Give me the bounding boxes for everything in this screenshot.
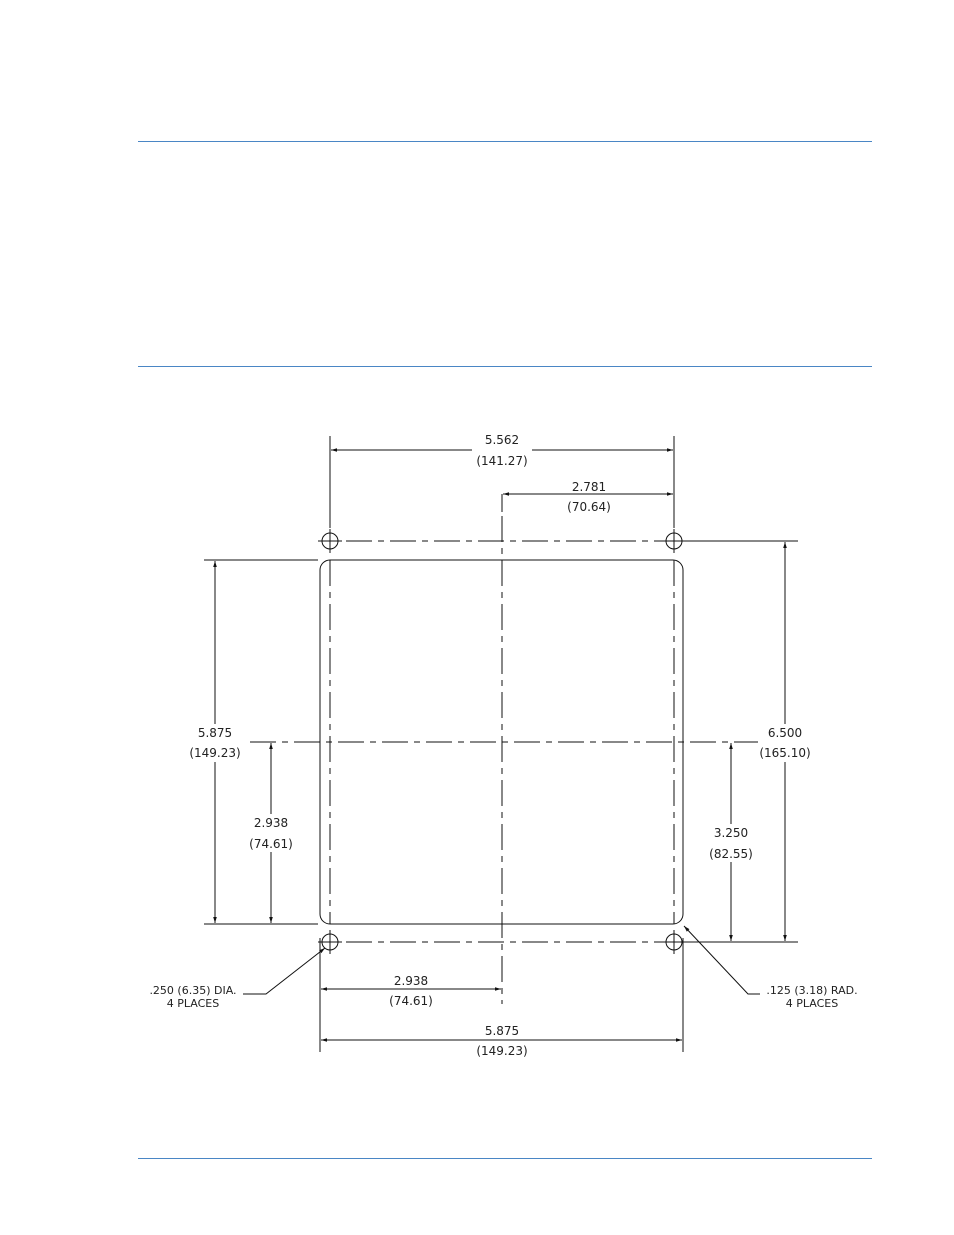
header-rule xyxy=(138,141,872,142)
dim-right-height-in: 6.500 xyxy=(768,726,802,740)
dim-bottom-half-mm: (74.61) xyxy=(389,994,433,1008)
dim-bottom-width-in: 5.875 xyxy=(485,1024,519,1038)
dim-left-height-in: 5.875 xyxy=(198,726,232,740)
mounting-hole-top-right xyxy=(662,529,686,553)
note-hole-dia-line1: .250 (6.35) DIA. xyxy=(149,984,236,997)
text-mask xyxy=(188,724,244,762)
mounting-hole-bottom-right xyxy=(662,930,686,954)
note-corner-rad-line2: 4 PLACES xyxy=(786,997,838,1010)
mounting-hole-bottom-left xyxy=(318,930,342,954)
section-rule xyxy=(138,366,872,367)
note-hole-dia-line2: 4 PLACES xyxy=(167,997,219,1010)
leader-hole-dia xyxy=(243,947,326,995)
dim-top-width-in: 5.562 xyxy=(485,433,519,447)
dim-top-width-mm: (141.27) xyxy=(476,454,527,468)
dim-right-half-mm: (82.55) xyxy=(709,847,753,861)
footer-rule xyxy=(138,1158,872,1159)
text-mask xyxy=(472,432,532,464)
dim-left-half-in: 2.938 xyxy=(254,816,288,830)
leader-corner-rad xyxy=(683,925,760,995)
text-mask xyxy=(758,724,812,762)
dim-left-half-mm: (74.61) xyxy=(249,837,293,851)
dim-right-height-mm: (165.10) xyxy=(759,746,810,760)
note-corner-rad-line1: .125 (3.18) RAD. xyxy=(766,984,857,997)
dim-left-height-mm: (149.23) xyxy=(189,746,240,760)
dim-bottom-width-mm: (149.23) xyxy=(476,1044,527,1058)
text-mask xyxy=(708,824,754,862)
dim-bottom-half-in: 2.938 xyxy=(394,974,428,988)
dim-right-half-in: 3.250 xyxy=(714,826,748,840)
dim-top-half-in: 2.781 xyxy=(572,480,606,494)
mounting-hole-top-left xyxy=(318,529,342,553)
text-mask xyxy=(248,814,294,852)
dim-top-half-mm: (70.64) xyxy=(567,500,611,514)
